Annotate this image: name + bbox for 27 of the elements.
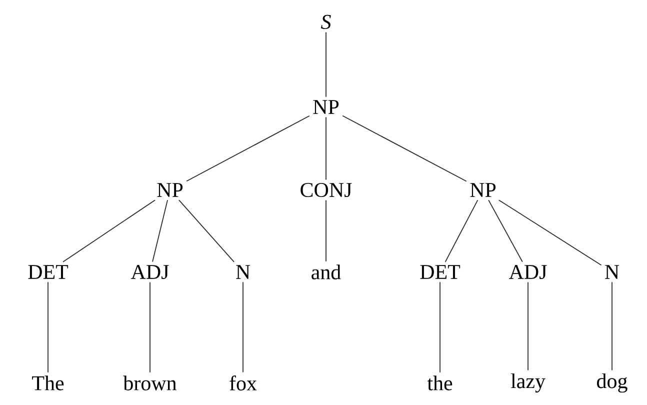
tree-label: S	[321, 14, 331, 30]
tree-label: DET	[420, 265, 460, 279]
tree-branch	[62, 200, 156, 262]
tree-label: CONJ	[300, 182, 352, 198]
tree-branch	[488, 200, 523, 262]
tree-label: NP	[313, 100, 339, 114]
tree-branch	[152, 200, 168, 262]
tree-branch	[178, 200, 234, 262]
tree-label: The	[32, 376, 64, 390]
tree-branch	[242, 282, 244, 373]
tree-branch	[444, 200, 478, 262]
tree-label: fox	[230, 376, 257, 390]
tree-label: the	[427, 376, 452, 390]
tree-label: ADJ	[130, 264, 169, 280]
tree-branch	[342, 115, 467, 182]
tree-label: ADJ	[508, 264, 547, 280]
tree-label: brown	[123, 376, 176, 390]
tree-label: NP	[157, 183, 183, 197]
tree-label: dog	[597, 373, 628, 393]
tree-label: N	[605, 265, 620, 279]
tree-branch	[498, 200, 602, 266]
tree-label: NP	[470, 183, 496, 197]
tree-label: and	[312, 264, 341, 280]
tree-label: DET	[28, 265, 68, 279]
tree-label: lazy	[510, 373, 546, 393]
tree-label: N	[236, 265, 250, 279]
tree-branch	[186, 115, 310, 182]
